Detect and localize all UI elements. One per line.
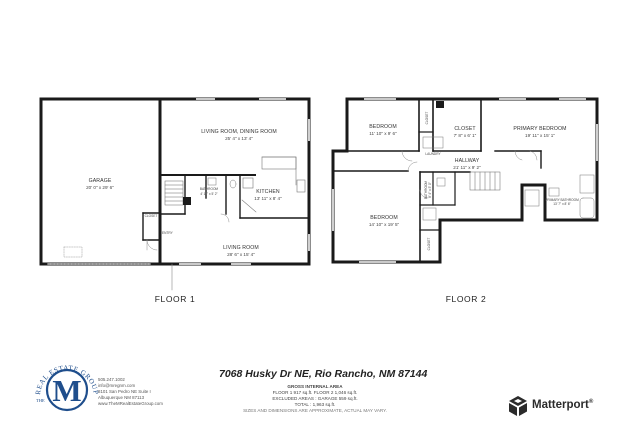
room-dims: 11' 10" x 9' 6" bbox=[369, 131, 397, 136]
room-dims: 7' 8" x 6' 1" bbox=[454, 133, 477, 138]
room-name: BEDROOM bbox=[370, 215, 398, 221]
room-name: LIVING ROOM, DINING ROOM bbox=[201, 129, 277, 135]
room-dims: 14' 10" x 19' 5" bbox=[369, 222, 400, 227]
area-total: TOTAL : 1,963 sq.ft. bbox=[294, 402, 336, 407]
matterport-trademark: ® bbox=[588, 399, 594, 405]
contact-phone: 505.247.1002 bbox=[98, 377, 125, 382]
room-name: PRIMARY BATHROOM bbox=[545, 198, 579, 202]
contact-email: info@mregnm.com bbox=[98, 383, 136, 388]
room-name: LIVING ROOM bbox=[223, 245, 259, 251]
room-name: CLOSET bbox=[427, 238, 431, 251]
room-dims: 20' 0" x 29' 6" bbox=[86, 185, 114, 190]
contact-website[interactable]: www.TheMRealEstateGroup.com bbox=[98, 401, 163, 406]
primary-bath-fixtures bbox=[524, 174, 595, 219]
floor-1-labels: GARAGE 20' 0" x 29' 6" LIVING ROOM, DINI… bbox=[86, 129, 282, 304]
room-name: BEDROOM bbox=[369, 124, 397, 130]
floor-1-plan bbox=[39, 97, 311, 291]
floor-1-label: FLOOR 1 bbox=[155, 294, 196, 304]
floor-2-plan bbox=[331, 97, 599, 264]
matterport-logo: Matterport® bbox=[532, 399, 593, 411]
room-name: GARAGE bbox=[89, 178, 112, 184]
area-disclaimer: SIZES AND DIMENSIONS ARE APPROXIMATE, AC… bbox=[243, 408, 387, 413]
room-dims: 25' 4" x 13' 4" bbox=[225, 136, 253, 141]
area-excluded: EXCLUDED AREAS : GARAGE 559 sq.ft. bbox=[272, 396, 358, 401]
room-dims: 8' 4" x 5' 0" bbox=[428, 182, 432, 198]
floor-2-walls bbox=[331, 97, 599, 264]
room-name: ENTRY bbox=[162, 231, 174, 235]
room-name: LAUNDRY bbox=[425, 152, 441, 156]
brand-logo: REAL ESTATE GROUP M THE bbox=[34, 364, 99, 412]
room-dims: 4' 11" x 5' 2" bbox=[200, 192, 217, 196]
matterport-cube-icon bbox=[509, 396, 527, 416]
room-dims: 19' 11" x 15' 1" bbox=[525, 133, 555, 138]
logo-the: THE bbox=[36, 398, 45, 403]
room-name: BATHROOM bbox=[424, 181, 428, 200]
room-dims: 13' 11" x 8' 4" bbox=[254, 196, 282, 201]
contact-street: 8101 San Pedro NE Suite I bbox=[98, 389, 151, 394]
room-name: BATHROOM bbox=[200, 187, 219, 191]
room-name: HALLWAY bbox=[455, 158, 480, 164]
contact-city: Albuquerque NM 87113 bbox=[98, 395, 145, 400]
kitchen-counters bbox=[241, 156, 306, 213]
room-dims: 21' 11" x 9' 2" bbox=[453, 165, 481, 170]
logo-letter: M bbox=[52, 373, 81, 408]
floor-1-stairs bbox=[164, 180, 184, 206]
logo-ring bbox=[45, 368, 89, 412]
area-heading: GROSS INTERNAL AREA bbox=[287, 384, 343, 389]
matterport-name: Matterport bbox=[532, 399, 589, 411]
room-name: CLOSET bbox=[454, 126, 476, 132]
property-address: 7068 Husky Dr NE, Rio Rancho, NM 87144 bbox=[219, 368, 428, 380]
room-dims: 28' 6" x 15' 4" bbox=[227, 252, 255, 257]
room-name: CLOSET bbox=[425, 112, 429, 125]
floor-2-stairs bbox=[469, 171, 501, 191]
room-name: PRIMARY BEDROOM bbox=[513, 126, 566, 132]
room-dims: 13' 7" x 8' 6" bbox=[553, 202, 570, 206]
floor-2-labels: BEDROOM 11' 10" x 9' 6" CLOSET CLOSET 7'… bbox=[369, 112, 579, 304]
room-name: KITCHEN bbox=[256, 189, 280, 195]
floor-2-label: FLOOR 2 bbox=[446, 294, 487, 304]
area-floors: FLOOR 1 917 sq.ft. FLOOR 2 1,046 sq.ft. bbox=[272, 390, 358, 395]
room-name: CLOSET bbox=[145, 214, 158, 218]
house-walls bbox=[158, 97, 311, 266]
